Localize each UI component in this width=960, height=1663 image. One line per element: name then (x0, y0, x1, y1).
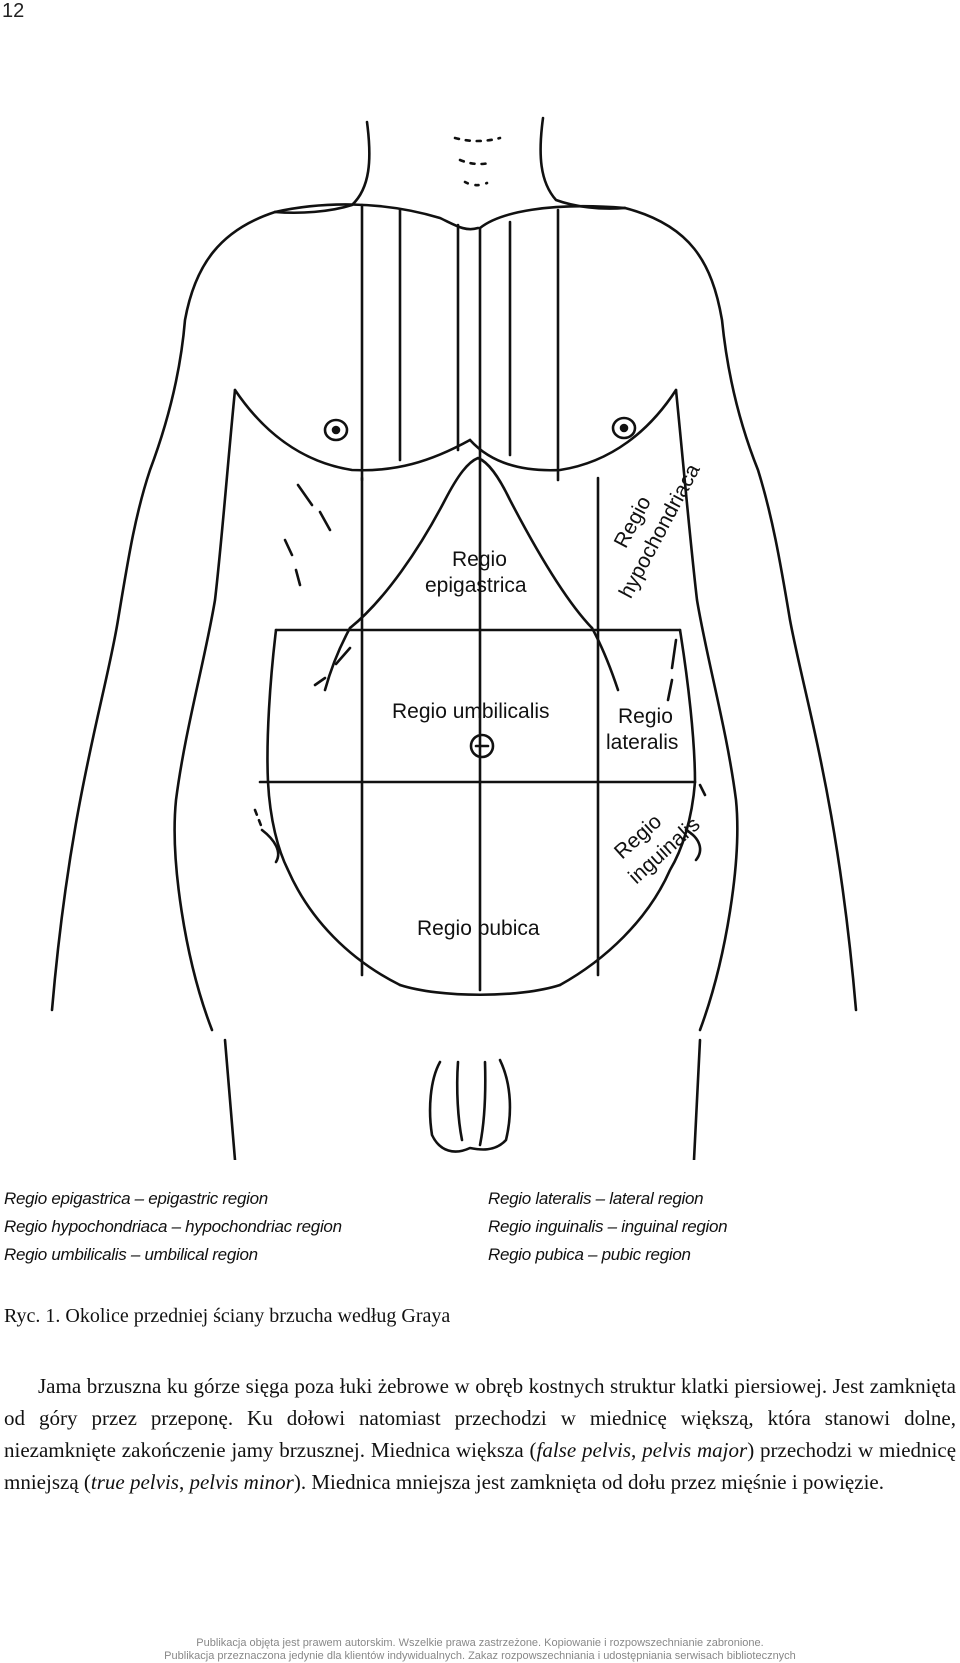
genital-line (478, 1060, 487, 1147)
side-dash (698, 783, 707, 797)
footer-line: Publikacja przeznaczona jedynie dla klie… (164, 1650, 796, 1662)
neck-right-outline (539, 116, 627, 210)
genital-outline (428, 1058, 512, 1153)
label-umbilicalis: Regio umbilicalis (392, 700, 550, 723)
left-pectoral (233, 388, 472, 472)
label-lateralis-1: Regio (618, 705, 673, 728)
left-hip-mark (253, 808, 264, 830)
right-pectoral (468, 388, 678, 472)
label-epigastrica-2: epigastrica (425, 574, 527, 597)
side-dash (318, 510, 332, 532)
figure-caption: Ryc. 1. Okolice przedniej ściany brzucha… (4, 1305, 451, 1327)
side-dash (296, 483, 314, 507)
copyright-footer: Publikacja objęta jest prawem autorskim.… (0, 1637, 960, 1663)
right-flank (558, 628, 697, 987)
side-dash (283, 538, 294, 557)
throat-mark (458, 158, 494, 166)
throat-mark (463, 180, 489, 187)
neck-left-outline (273, 120, 371, 215)
right-nipple (611, 416, 637, 440)
label-lateralis-2: lateralis (606, 731, 678, 754)
left-arm-inner (173, 388, 237, 1032)
body-text-segment: , (178, 1470, 190, 1494)
label-epigastrica-1: Regio (452, 548, 507, 571)
legend-item: Regio umbilicalis – umbilical region (4, 1245, 258, 1264)
umbilicus (469, 733, 495, 759)
latin-term: true pelvis (90, 1470, 179, 1494)
page-number: 12 (2, 0, 25, 22)
latin-term: pelvis major (642, 1438, 748, 1462)
costal-arch-lower-right (590, 626, 620, 692)
left-shoulder-arm (50, 210, 277, 1012)
legend-item: Regio epigastrica – epigastric region (4, 1189, 268, 1208)
body-paragraph: Jama brzuszna ku górze sięga poza łuki ż… (4, 1370, 956, 1498)
throat-mark (453, 136, 502, 143)
costal-arch-lower-left (323, 626, 352, 692)
body-text-segment: , (631, 1438, 643, 1462)
side-dash (313, 676, 327, 687)
costal-arch (348, 456, 594, 630)
side-dash (666, 678, 674, 702)
right-hip-mark (684, 828, 702, 862)
legend-item: Regio inguinalis – inguinal region (488, 1217, 728, 1236)
label-pubica: Regio pubica (417, 917, 540, 940)
right-clavicle (478, 204, 627, 230)
latin-term: pelvis minor (189, 1470, 294, 1494)
left-thigh (223, 1038, 237, 1160)
right-shoulder-arm (623, 206, 858, 1012)
abdominal-regions-figure: Regio epigastrica Regio hypochondriaca R… (50, 116, 858, 1160)
latin-term: false pelvis (536, 1438, 632, 1462)
side-dash (334, 646, 352, 666)
side-dash (670, 638, 678, 670)
legend-item: Regio hypochondriaca – hypochondriac reg… (4, 1217, 342, 1236)
left-clavicle (273, 203, 480, 231)
left-hip-mark (260, 828, 280, 864)
pubic-line (398, 983, 562, 996)
left-flank (266, 628, 402, 987)
genital-line (455, 1060, 464, 1142)
legend-item: Regio lateralis – lateral region (488, 1189, 704, 1208)
side-dash (294, 568, 302, 587)
left-nipple (323, 418, 349, 442)
right-arm-inner (674, 388, 739, 1032)
body-text-segment: ) przechodzi w miednicę mniejszą ( (4, 1438, 957, 1494)
body-text-segment: Jama brzuszna ku górze sięga poza łuki ż… (4, 1374, 956, 1462)
footer-line: Publikacja objęta jest prawem autorskim.… (196, 1637, 764, 1649)
figure-legend-left: Regio epigastrica – epigastric region Re… (4, 1185, 342, 1269)
figure-legend-right: Regio lateralis – lateral region Regio i… (488, 1185, 728, 1269)
legend-item: Regio pubica – pubic region (488, 1245, 691, 1264)
right-thigh (692, 1038, 702, 1160)
body-text-segment: ). Miednica mniejsza jest zamknięta od d… (293, 1470, 884, 1494)
